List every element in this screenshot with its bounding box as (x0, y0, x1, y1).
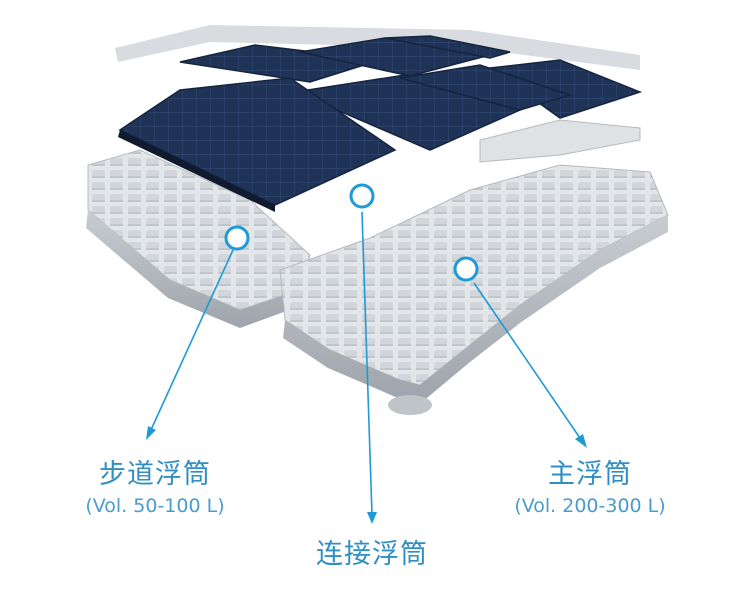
main-float-callout: 主浮筒 (Vol. 200-300 L) (490, 452, 690, 517)
solar-panel-array (118, 35, 643, 212)
connector-float-strip (479, 119, 641, 163)
main-marker (453, 256, 479, 282)
walkway-float-name: 步道浮筒 (99, 459, 211, 490)
main-float-block (279, 164, 669, 415)
walkway-marker (224, 225, 250, 251)
main-float-name: 主浮筒 (548, 459, 632, 490)
connector-leader-line (361, 211, 373, 516)
callout-arrowheads (146, 426, 587, 524)
walkway-arrowhead (146, 426, 156, 440)
walkway-float-callout: 步道浮筒 (Vol. 50-100 L) (70, 452, 240, 517)
main-arrowhead (575, 434, 587, 448)
walkway-leader-line (149, 249, 234, 433)
connector-arrowhead (367, 512, 377, 524)
main-float-volume: (Vol. 200-300 L) (514, 495, 666, 517)
connector-float-callout: 连接浮筒 (287, 532, 457, 571)
connector-marker (349, 183, 375, 209)
main-leader-line (473, 282, 583, 442)
connector-float-name: 连接浮筒 (316, 539, 428, 570)
callout-leaders (149, 211, 583, 516)
callout-markers (224, 183, 479, 282)
back-float-row (115, 25, 640, 70)
walkway-float-volume: (Vol. 50-100 L) (85, 495, 225, 517)
